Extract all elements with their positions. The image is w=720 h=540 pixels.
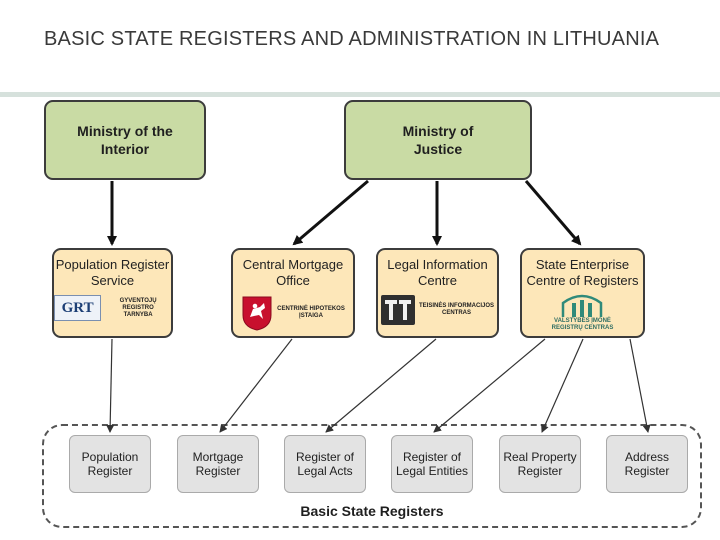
grt-logo: GRT GYVENTOJŲ REGISTRO TARNYBA — [54, 295, 171, 321]
vytis-coat-of-arms-icon — [242, 296, 272, 331]
agency-population-register-service: Population Register Service GRT GYVENTOJ… — [52, 248, 173, 338]
vytis-logo: CENTRINĖ HIPOTEKOS ĮSTAIGA — [241, 295, 345, 331]
tic-logo-icon — [380, 295, 415, 325]
logo-caption: GYVENTOJŲ REGISTRO TARNYBA — [119, 297, 157, 318]
tic-logo: TEISINĖS INFORMACIJOS CENTRAS — [380, 295, 494, 325]
basic-state-registers-label: Basic State Registers — [300, 503, 444, 519]
register-legal-acts: Register of Legal Acts — [284, 435, 366, 493]
register-population: Population Register — [69, 435, 151, 493]
ministry-justice-box: Ministry of Justice — [344, 100, 532, 180]
ministry-interior-label: Ministry of the Interior — [77, 123, 173, 157]
agency-legal-information-centre: Legal Information Centre TEISINĖS INFORM… — [376, 248, 499, 338]
arrow-mortgage-office-to-register — [219, 338, 293, 433]
registru-centras-logo: VALSTYBĖS ĮMONĖ REGISTRŲ CENTRAS — [551, 293, 614, 332]
arrow-justice-to-mortgage-office — [292, 179, 369, 246]
logo-caption: VALSTYBĖS ĮMONĖ REGISTRŲ CENTRAS — [551, 318, 614, 331]
grt-logo-icon: GRT — [54, 295, 102, 321]
register-mortgage: Mortgage Register — [177, 435, 259, 493]
register-address: Address Register — [606, 435, 688, 493]
agency-label: Population Register Service — [55, 257, 170, 288]
arrow-centre-to-address — [629, 338, 651, 433]
register-legal-entities: Register of Legal Entities — [391, 435, 473, 493]
register-real-property: Real Property Register — [499, 435, 581, 493]
agency-label: Legal Information Centre — [387, 257, 488, 288]
arrow-population-service-to-register — [106, 338, 115, 433]
registru-centras-building-icon — [562, 294, 603, 317]
title-divider — [0, 92, 720, 97]
arrow-legal-info-to-legal-acts — [325, 338, 437, 433]
basic-state-registers-frame — [42, 424, 702, 528]
agency-central-mortgage-office: Central Mortgage Office CENTRINĖ HIPOTEK… — [231, 248, 355, 338]
agency-label: Central Mortgage Office — [242, 257, 344, 288]
ministry-interior-box: Ministry of the Interior — [44, 100, 206, 180]
agency-label: State Enterprise Centre of Registers — [526, 257, 639, 288]
ministry-justice-label: Ministry of Justice — [402, 123, 474, 157]
slide-title: BASIC STATE REGISTERS AND ADMINISTRATION… — [44, 28, 660, 50]
arrow-justice-to-centre-of-registers — [524, 180, 582, 246]
agency-centre-of-registers: State Enterprise Centre of Registers VAL… — [520, 248, 645, 338]
logo-caption: TEISINĖS INFORMACIJOS CENTRAS — [418, 303, 494, 316]
logo-caption: CENTRINĖ HIPOTEKOS ĮSTAIGA — [277, 306, 345, 319]
arrow-centre-to-real-property — [541, 338, 584, 433]
arrow-centre-to-legal-entities — [433, 338, 546, 433]
